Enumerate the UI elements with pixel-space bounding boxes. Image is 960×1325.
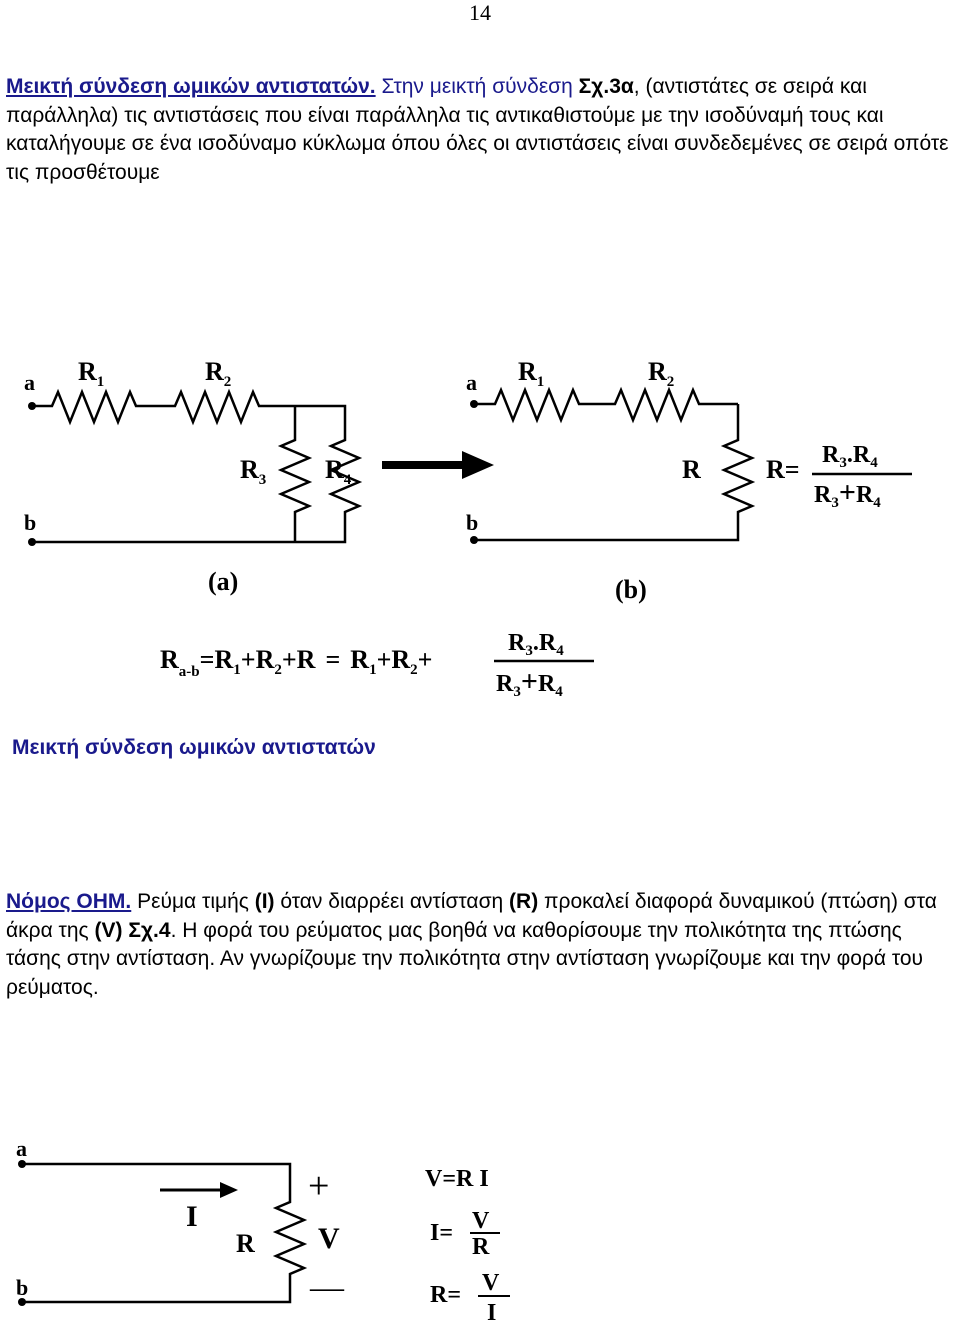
text: Ρεύμα τιμής (131, 890, 255, 913)
formula-i-numerator: V (472, 1208, 490, 1234)
symbol-voltage: (V) (94, 918, 123, 942)
label-current-i: I (186, 1200, 198, 1233)
label-r2-b: R2 (648, 357, 674, 390)
formula-r-numerator: V (482, 1270, 500, 1296)
formula-i-lhs: I= (430, 1220, 453, 1246)
intro-text: Στην μεικτή σύνδεση (381, 75, 579, 98)
resistor-r3-a (277, 406, 313, 542)
paragraph-ohms-law: Νόμος ΟΗΜ. Ρεύμα τιμής (Ι) όταν διαρρέει… (6, 888, 956, 1002)
node-b-label: b (24, 510, 36, 535)
formula-rab-denominator: R3+R4 (496, 665, 563, 700)
text: όταν διαρρέει αντίσταση (274, 890, 510, 913)
text: προκαλεί διαφορά δυναμικού (πτώση) στα ά… (6, 890, 937, 942)
page-number: 14 (469, 0, 491, 25)
figure-3-circuits: a b R1 R2 R3 R4 (a) a b R1 R2 R R= R3.R4… (24, 357, 912, 700)
formula-r-denominator: I (487, 1300, 496, 1325)
formula-i-denominator: R (472, 1234, 490, 1260)
resistor-r-b (474, 404, 756, 542)
figure-4-ohms-law: a b I R + V — V=R I I= V R R= V I (16, 1136, 510, 1325)
section-heading-mixed: Μεικτή σύνδεση ωμικών αντιστατών. (6, 75, 376, 98)
figure-ref-4: Σχ.4 (128, 918, 171, 942)
resistor-r4-a (295, 422, 363, 544)
paragraph-mixed-connection: Μεικτή σύνδεση ωμικών αντιστατών. Στην μ… (6, 73, 956, 187)
polarity-plus: + (308, 1165, 329, 1207)
wire-b-top (474, 386, 738, 424)
formula-rab: Ra-b=R1+R2+R=R1+R2+ (160, 645, 433, 680)
wire-a-top (32, 388, 347, 426)
figure-3-caption: Μεικτή σύνδεση ωμικών αντιστατών (12, 736, 376, 759)
node-b-label-b: b (466, 510, 478, 535)
polarity-minus: — (309, 1269, 345, 1306)
paragraph-body: , (αντιστάτες σε σειρά και παράλληλα) τι… (6, 75, 949, 184)
label-figure-b: (b) (615, 575, 647, 604)
formula-rab-numerator: R3.R4 (508, 630, 564, 659)
wire-top-ohm (22, 1162, 308, 1304)
symbol-resistance: (R) (509, 890, 539, 913)
node-a-label: a (24, 370, 35, 395)
label-r2-a: R2 (205, 357, 231, 390)
label-r-b: R (682, 455, 701, 484)
section-heading-ohm: Νόμος ΟΗΜ. (6, 890, 132, 913)
label-r3-a: R3 (240, 455, 266, 488)
label-r1-a: R1 (78, 357, 104, 390)
label-resistor-r: R (236, 1229, 255, 1258)
symbol-current: (Ι) (254, 890, 275, 913)
text: . Η φορά του ρεύματος μας βοηθά να καθορ… (6, 918, 923, 999)
node-b-label-ohm: b (16, 1275, 28, 1300)
formula-v-equals-ri: V=R I (425, 1166, 489, 1192)
formula-r-lhs: R= (430, 1282, 461, 1308)
eq-r-lhs: R= (766, 455, 800, 484)
node-a-label-b: a (466, 370, 477, 395)
node-a-label-ohm: a (16, 1136, 27, 1161)
label-r4-a: R4 (325, 455, 352, 488)
eq-r-denominator: R3+R4 (814, 476, 881, 511)
eq-r-numerator: R3.R4 (822, 442, 878, 471)
label-voltage-v: V (318, 1222, 340, 1255)
label-figure-a: (a) (208, 567, 238, 596)
label-r1-b: R1 (518, 357, 544, 390)
figure-ref-3a: Σχ.3α (578, 75, 634, 98)
